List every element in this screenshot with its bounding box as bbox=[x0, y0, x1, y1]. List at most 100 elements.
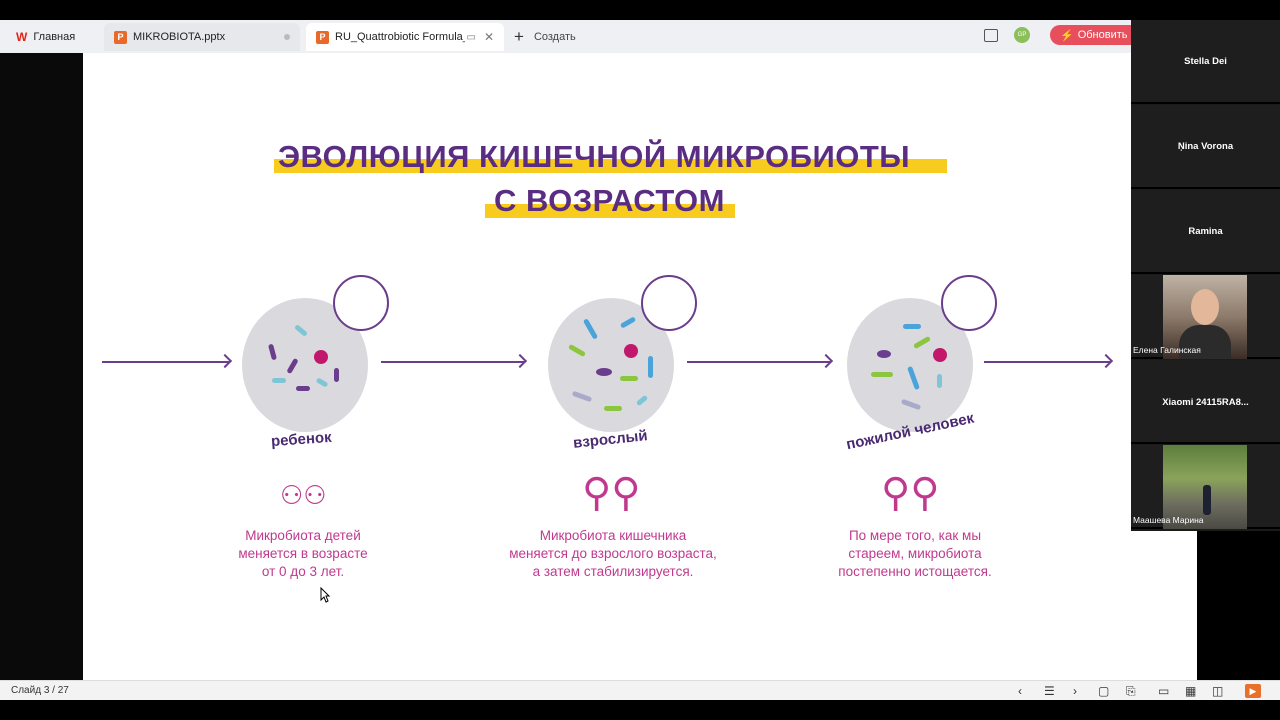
bacteria-icon bbox=[315, 377, 329, 388]
stage-desc-line: меняется в возрасте bbox=[238, 546, 368, 561]
lightning-icon: ⚡ bbox=[1060, 29, 1074, 42]
upgrade-button[interactable]: ⚡ Обновить со bbox=[1050, 25, 1140, 45]
timeline-arrow bbox=[687, 361, 830, 363]
stage-desc-line: Микробиота детей bbox=[245, 528, 361, 543]
bacteria-icon bbox=[604, 406, 622, 411]
bacteria-icon bbox=[286, 357, 299, 375]
bacteria-icon bbox=[912, 335, 932, 350]
participant-name: Ramina bbox=[1188, 226, 1223, 237]
plus-icon: + bbox=[514, 27, 524, 46]
bacteria-icon bbox=[937, 374, 942, 388]
tab-quattrobiotic[interactable]: P RU_Quattrobiotic Formula_18 ▭ ✕ bbox=[306, 23, 504, 51]
participant-name: Stella Dei bbox=[1184, 56, 1227, 67]
stage-desc-line: По мере того, как мы bbox=[848, 528, 982, 543]
participant-video bbox=[1163, 445, 1247, 529]
stage-desc-line: меняется до взрослого возраста, bbox=[509, 546, 717, 561]
bacteria-icon bbox=[903, 324, 921, 329]
timeline-arrow bbox=[102, 361, 229, 363]
bacteria-icon bbox=[907, 365, 920, 391]
participant-name: Ņina Vorona bbox=[1177, 141, 1234, 152]
slide-canvas: ЭВОЛЮЦИЯ КИШЕЧНОЙ МИКРОБИОТЫ С ВОЗРАСТОМ… bbox=[83, 53, 1131, 680]
bacteria-icon bbox=[268, 343, 277, 361]
bacteria-icon bbox=[296, 386, 310, 391]
mouse-cursor-icon bbox=[320, 587, 330, 603]
face-shape bbox=[1191, 289, 1219, 325]
intestine-icon bbox=[941, 275, 997, 331]
next-slide-icon[interactable]: › bbox=[1073, 684, 1077, 698]
presentation-icon: P bbox=[114, 30, 127, 44]
window-copy-icon[interactable] bbox=[984, 28, 998, 42]
body-shape bbox=[1179, 325, 1231, 359]
bacteria-icon bbox=[619, 316, 637, 329]
bottom-margin bbox=[0, 700, 1280, 720]
slide-list-icon[interactable]: ☰ bbox=[1044, 684, 1055, 698]
bacteria-icon bbox=[620, 376, 638, 381]
bacteria-icon bbox=[871, 372, 893, 377]
status-bar: Слайд 3 / 27 ‹ ☰ › ▢ ⎘ ▭ ▦ ◫ ▶ bbox=[0, 680, 1280, 700]
notes-icon[interactable]: ▢ bbox=[1098, 684, 1110, 698]
title-highlight bbox=[274, 159, 947, 173]
tab-bar-tools: GP ⚡ Обновить со bbox=[984, 25, 1140, 45]
timeline-arrow bbox=[381, 361, 524, 363]
reading-view-icon[interactable]: ◫ bbox=[1212, 684, 1224, 698]
children-icon: ⚇⚇ bbox=[280, 480, 327, 510]
stage-desc-line: а затем стабилизируется. bbox=[532, 564, 694, 579]
title-highlight bbox=[485, 204, 735, 218]
bacteria-icon bbox=[635, 394, 649, 407]
stage-label-adult: взрослый bbox=[572, 427, 649, 452]
bacteria-icon bbox=[272, 378, 286, 383]
tab-bar: W Главная P MIKROBIOTA.pptx P RU_Quattro… bbox=[0, 20, 1140, 53]
slide-counter: Слайд 3 / 27 bbox=[11, 685, 69, 696]
new-tab-button[interactable]: + Создать bbox=[514, 23, 576, 51]
intestine-icon bbox=[333, 275, 389, 331]
bacteria-icon bbox=[314, 350, 328, 364]
tab-mikrobiota[interactable]: P MIKROBIOTA.pptx bbox=[104, 23, 300, 51]
tab-home[interactable]: W Главная bbox=[6, 23, 98, 51]
person-shape bbox=[1203, 485, 1211, 515]
participant-tile[interactable]: Stella Dei bbox=[1131, 20, 1280, 104]
wps-logo-icon: W bbox=[16, 29, 28, 44]
participant-tile[interactable]: Xiaomi 24115RA8... bbox=[1131, 360, 1280, 444]
participant-video bbox=[1163, 275, 1247, 359]
elderly-icon: ⚲⚲ bbox=[881, 471, 940, 515]
stage-desc-line: постепенно истощается. bbox=[838, 564, 992, 579]
tab-home-label: Главная bbox=[33, 31, 76, 43]
bacteria-icon bbox=[624, 344, 638, 358]
stage-label-child: ребенок bbox=[270, 428, 333, 451]
user-avatar[interactable]: GP bbox=[1014, 27, 1030, 43]
close-tab-icon[interactable]: ✕ bbox=[483, 30, 494, 44]
participant-tile[interactable]: Елена Галинская bbox=[1131, 275, 1280, 359]
bacteria-icon bbox=[571, 390, 593, 403]
export-icon[interactable]: ⎘ bbox=[1126, 684, 1136, 698]
tab-quattrobiotic-label: RU_Quattrobiotic Formula_18 bbox=[335, 31, 465, 43]
new-tab-label: Создать bbox=[533, 31, 576, 43]
slide-backdrop-strip bbox=[1131, 531, 1197, 680]
bacteria-icon bbox=[900, 398, 922, 411]
bacteria-icon bbox=[933, 348, 947, 362]
bacteria-icon bbox=[596, 368, 612, 376]
upgrade-label: Обновить со bbox=[1077, 29, 1140, 41]
presentation-icon: P bbox=[316, 30, 329, 44]
slide-title-line1: ЭВОЛЮЦИЯ КИШЕЧНОЙ МИКРОБИОТЫ bbox=[278, 139, 911, 174]
prev-slide-icon[interactable]: ‹ bbox=[1018, 684, 1022, 698]
participant-tile[interactable]: Ramina bbox=[1131, 190, 1280, 274]
slideshow-play-button[interactable]: ▶ bbox=[1245, 684, 1261, 698]
participant-tile[interactable]: Маашева Марина bbox=[1131, 445, 1280, 529]
bacteria-icon bbox=[334, 368, 339, 382]
monitor-icon[interactable]: ▭ bbox=[466, 31, 476, 43]
participant-name: Маашева Марина bbox=[1133, 515, 1204, 525]
tab-mikrobiota-label: MIKROBIOTA.pptx bbox=[133, 31, 226, 43]
unsaved-dot-icon bbox=[284, 34, 290, 40]
normal-view-icon[interactable]: ▭ bbox=[1158, 684, 1170, 698]
slide-title-line2: С ВОЗРАСТОМ bbox=[494, 183, 725, 218]
adults-icon: ⚲⚲ bbox=[582, 471, 641, 515]
participant-tile[interactable]: Ņina Vorona bbox=[1131, 105, 1280, 189]
stage-desc-line: Микробиота кишечника bbox=[539, 528, 687, 543]
stage-desc-line: от 0 до 3 лет. bbox=[261, 564, 345, 579]
bacteria-icon bbox=[877, 350, 891, 358]
bacteria-icon bbox=[567, 343, 587, 358]
stage-desc-elderly: По мере того, как мы стареем, микробиота… bbox=[815, 527, 1015, 581]
bacteria-icon bbox=[582, 318, 599, 340]
grid-view-icon[interactable]: ▦ bbox=[1185, 684, 1197, 698]
